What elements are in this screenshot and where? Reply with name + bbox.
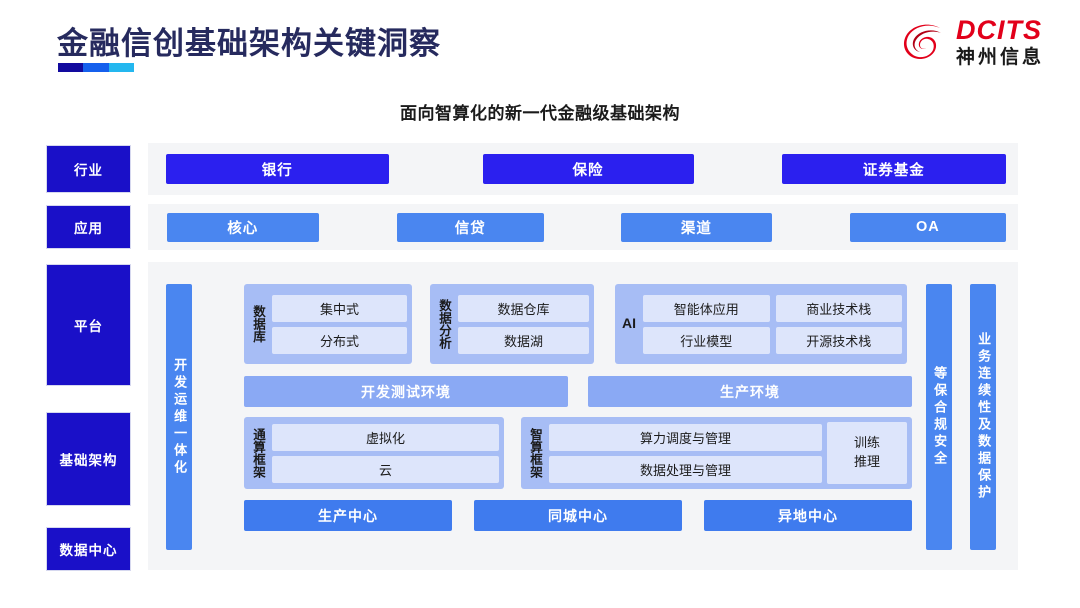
general-compute-cell-virtualization[interactable]: 虚拟化 bbox=[272, 423, 499, 451]
group-general-compute-framework: 通算框架 虚拟化 云 bbox=[244, 417, 504, 489]
analytics-cell-data-lake[interactable]: 数据湖 bbox=[458, 326, 589, 354]
logo-en-text: DCITS bbox=[955, 15, 1042, 45]
group-database: 数据库 集中式 分布式 bbox=[244, 284, 412, 364]
ai-cell-opensource-stack[interactable]: 开源技术栈 bbox=[775, 326, 902, 354]
group-data-analytics: 数据分析 数据仓库 数据湖 bbox=[430, 284, 594, 364]
application-row-panel: 核心 信贷 渠道 OA bbox=[148, 204, 1018, 250]
vertical-bar-business-continuity[interactable]: 业务连续性及数据保护 bbox=[970, 284, 996, 550]
vertical-bar-devops[interactable]: 开发运维一体化 bbox=[166, 284, 192, 550]
dcits-swirl-icon bbox=[900, 19, 947, 66]
ai-cell-agent-application[interactable]: 智能体应用 bbox=[643, 294, 770, 322]
group-data-analytics-label: 数据分析 bbox=[437, 299, 451, 349]
application-item-credit[interactable]: 信贷 bbox=[396, 212, 545, 242]
ai-cell-commercial-stack[interactable]: 商业技术栈 bbox=[775, 294, 902, 322]
industry-row-panel: 银行 保险 证券基金 bbox=[148, 143, 1018, 195]
logo-cn-text: 神州信息 bbox=[955, 47, 1044, 68]
infer-label: 推理 bbox=[853, 454, 880, 469]
industry-item-insurance[interactable]: 保险 bbox=[482, 154, 694, 184]
platform-infrastructure-panel: 开发运维一体化 等保合规安全 业务连续性及数据保护 数据库 集中式 分布式 数据… bbox=[148, 262, 1018, 570]
title-accent-bar bbox=[58, 63, 134, 72]
industry-item-securities-fund[interactable]: 证券基金 bbox=[781, 154, 1006, 184]
application-item-oa[interactable]: OA bbox=[849, 212, 1006, 242]
database-cell-centralized[interactable]: 集中式 bbox=[272, 294, 407, 322]
page-subtitle: 面向智算化的新一代金融级基础架构 bbox=[400, 104, 680, 123]
sidebar-item-datacenter[interactable]: 数据中心 bbox=[47, 528, 130, 570]
compute-framework-row: 通算框架 虚拟化 云 智算框架 算力调度与管理 数据处理与管理 训练 推理 bbox=[244, 417, 912, 489]
sidebar-item-infrastructure[interactable]: 基础架构 bbox=[47, 413, 130, 505]
accent-segment-2 bbox=[83, 63, 109, 72]
datacenter-same-city[interactable]: 同城中心 bbox=[474, 500, 682, 531]
general-compute-cell-cloud[interactable]: 云 bbox=[272, 455, 499, 483]
environment-dev-test[interactable]: 开发测试环境 bbox=[244, 376, 568, 407]
train-label: 训练 bbox=[853, 435, 880, 451]
environment-row: 开发测试环境 生产环境 bbox=[244, 376, 912, 407]
group-general-compute-label: 通算框架 bbox=[251, 428, 265, 478]
environment-production[interactable]: 生产环境 bbox=[588, 376, 912, 407]
industry-item-bank[interactable]: 银行 bbox=[166, 154, 389, 184]
group-intelligent-compute-framework: 智算框架 算力调度与管理 数据处理与管理 训练 推理 bbox=[521, 417, 912, 489]
datacenter-remote[interactable]: 异地中心 bbox=[704, 500, 912, 531]
accent-segment-1 bbox=[58, 63, 84, 72]
platform-capability-row: 数据库 集中式 分布式 数据分析 数据仓库 数据湖 AI bbox=[244, 284, 912, 364]
page-title: 金融信创基础架构关键洞察 bbox=[57, 26, 441, 61]
group-intelligent-compute-label: 智算框架 bbox=[528, 428, 542, 478]
group-database-label: 数据库 bbox=[251, 305, 265, 343]
platform-inner-content: 数据库 集中式 分布式 数据分析 数据仓库 数据湖 AI bbox=[244, 284, 912, 550]
vertical-bar-security-compliance[interactable]: 等保合规安全 bbox=[926, 284, 952, 550]
group-ai-label: AI bbox=[622, 315, 636, 332]
intelligent-compute-cell-power-scheduling[interactable]: 算力调度与管理 bbox=[549, 423, 822, 451]
database-cell-distributed[interactable]: 分布式 bbox=[272, 326, 407, 354]
data-center-row: 生产中心 同城中心 异地中心 bbox=[244, 500, 912, 531]
sidebar-item-application[interactable]: 应用 bbox=[47, 206, 130, 248]
datacenter-production[interactable]: 生产中心 bbox=[244, 500, 452, 531]
intelligent-compute-cell-train-infer[interactable]: 训练 推理 bbox=[827, 422, 907, 484]
brand-logo: DCITS 神州信息 bbox=[900, 17, 1044, 67]
accent-segment-3 bbox=[108, 63, 134, 72]
sidebar-item-platform[interactable]: 平台 bbox=[47, 265, 130, 385]
analytics-cell-data-warehouse[interactable]: 数据仓库 bbox=[458, 294, 589, 322]
application-item-channel[interactable]: 渠道 bbox=[621, 212, 772, 242]
ai-cell-industry-model[interactable]: 行业模型 bbox=[643, 326, 770, 354]
intelligent-compute-cell-data-processing[interactable]: 数据处理与管理 bbox=[549, 455, 822, 483]
sidebar-item-industry[interactable]: 行业 bbox=[47, 146, 130, 192]
group-ai: AI 智能体应用 行业模型 商业技术栈 开源技术栈 bbox=[615, 284, 907, 364]
application-item-core[interactable]: 核心 bbox=[167, 212, 319, 242]
